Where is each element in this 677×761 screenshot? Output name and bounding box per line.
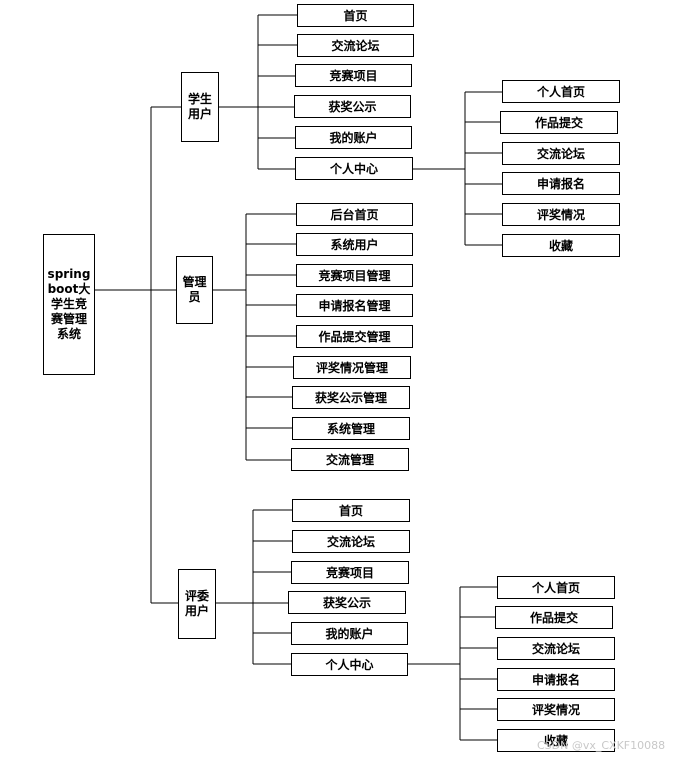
admin-item-label: 竞赛项目管理 [318,268,391,283]
judge-item-label: 首页 [338,503,363,518]
watermark: CSDN @vx_CXKF10088 [537,739,666,752]
admin-item-submit: 作品提交管理 [296,325,413,348]
judge-sub-label: 申请报名 [531,672,580,687]
student-user-label: 学生用户 [187,92,212,121]
admin-item-competition: 竞赛项目管理 [296,264,413,287]
root-label: springboot大学生竞赛管理系统 [47,267,91,341]
admin-item-label: 系统用户 [330,237,379,252]
judge-sub-label: 个人首页 [531,580,580,595]
judge-item-label: 竞赛项目 [325,565,374,580]
student-item-label: 个人中心 [329,161,378,176]
student-sub-apply: 申请报名 [502,172,620,195]
judge-item-awards: 获奖公示 [288,591,406,614]
student-sub-submit: 作品提交 [500,111,618,134]
student-sub-favorites: 收藏 [502,234,620,257]
student-item-home: 首页 [297,4,414,27]
judge-sub-home: 个人首页 [497,576,615,599]
judge-item-forum: 交流论坛 [292,530,410,553]
student-sub-label: 收藏 [548,238,573,253]
student-item-label: 首页 [343,8,368,23]
judge-sub-submit: 作品提交 [495,606,613,629]
judge-item-label: 获奖公示 [322,595,371,610]
admin-item-system: 系统管理 [292,417,410,440]
student-item-label: 竞赛项目 [329,68,378,83]
judge-item-center: 个人中心 [291,653,408,676]
admin-item-label: 获奖公示管理 [314,390,387,405]
student-sub-forum: 交流论坛 [502,142,620,165]
admin-item-forum: 交流管理 [291,448,409,471]
admin-item-label: 申请报名管理 [318,298,391,313]
judge-sub-label: 交流论坛 [531,641,580,656]
admin-node: 管理员 [176,256,213,324]
judge-user-node: 评委用户 [178,569,216,639]
admin-item-label: 系统管理 [326,421,375,436]
judge-item-account: 我的账户 [291,622,408,645]
root-node: springboot大学生竞赛管理系统 [43,234,95,375]
student-sub-review: 评奖情况 [502,203,620,226]
judge-item-label: 交流论坛 [326,534,375,549]
student-sub-home: 个人首页 [502,80,620,103]
judge-sub-review: 评奖情况 [497,698,615,721]
admin-item-review: 评奖情况管理 [293,356,411,379]
student-sub-label: 交流论坛 [536,146,585,161]
student-item-competition: 竞赛项目 [295,64,412,87]
judge-sub-forum: 交流论坛 [497,637,615,660]
student-sub-label: 作品提交 [534,115,583,130]
judge-sub-label: 作品提交 [529,610,578,625]
admin-item-label: 作品提交管理 [318,329,391,344]
judge-sub-label: 收藏 [543,733,568,748]
admin-item-awards: 获奖公示管理 [292,386,410,409]
student-user-node: 学生用户 [181,72,219,142]
student-item-label: 我的账户 [329,130,378,145]
student-item-account: 我的账户 [295,126,412,149]
student-item-label: 获奖公示 [328,99,377,114]
student-item-awards: 获奖公示 [294,95,411,118]
judge-item-competition: 竞赛项目 [291,561,409,584]
admin-item-apply: 申请报名管理 [296,294,413,317]
student-sub-label: 申请报名 [536,176,585,191]
admin-item-label: 后台首页 [330,207,379,222]
judge-user-label: 评委用户 [184,589,209,618]
admin-item-dashboard: 后台首页 [296,203,413,226]
admin-item-users: 系统用户 [296,233,413,256]
student-item-label: 交流论坛 [331,38,380,53]
judge-sub-label: 评奖情况 [531,702,580,717]
student-item-forum: 交流论坛 [297,34,414,57]
admin-label: 管理员 [182,275,207,304]
student-sub-label: 评奖情况 [536,207,585,222]
judge-item-label: 个人中心 [325,657,374,672]
judge-sub-favorites: 收藏 [497,729,615,752]
admin-item-label: 交流管理 [325,452,374,467]
student-item-center: 个人中心 [295,157,413,180]
student-sub-label: 个人首页 [536,84,585,99]
judge-sub-apply: 申请报名 [497,668,615,691]
admin-item-label: 评奖情况管理 [315,360,388,375]
judge-item-home: 首页 [292,499,410,522]
judge-item-label: 我的账户 [325,626,374,641]
